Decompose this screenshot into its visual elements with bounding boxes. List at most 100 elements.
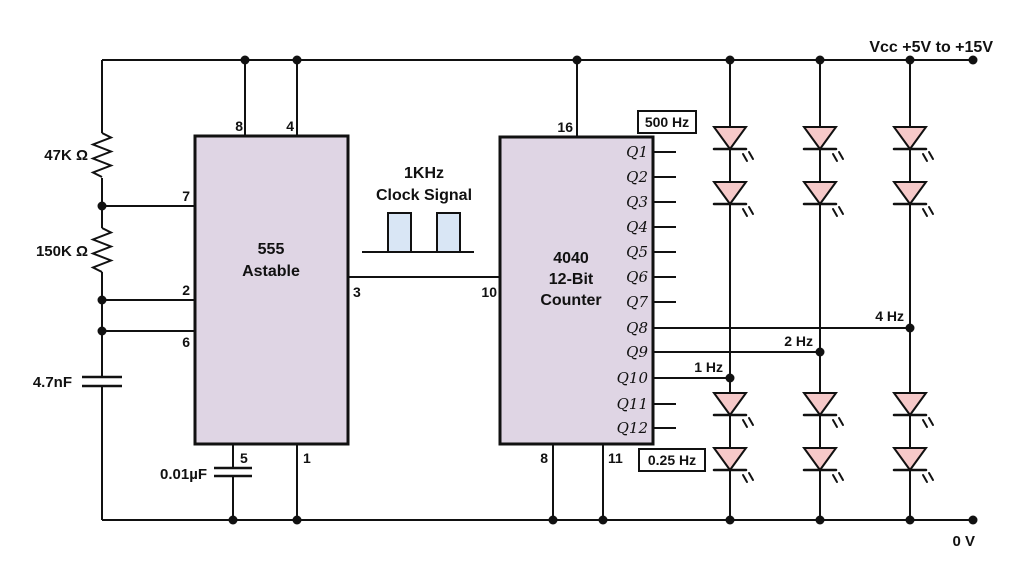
resistor-150k-label: 150K Ω	[36, 243, 88, 260]
chip-555-subtitle: Astable	[242, 263, 300, 280]
led-array	[712, 126, 934, 483]
chip-555: 555 Astable 8 4 7 2 6 3 5 1	[182, 118, 361, 466]
pin-label-4: 4	[286, 118, 294, 134]
freq-025hz-box	[638, 448, 706, 472]
led-light-mark	[748, 151, 754, 160]
led	[892, 447, 934, 483]
led-triangle	[892, 126, 928, 151]
pin-label-11: 11	[608, 450, 623, 466]
led-light-mark	[832, 474, 838, 483]
led-triangle	[712, 126, 748, 151]
led-light-mark	[922, 153, 928, 162]
pin-label-5: 5	[240, 450, 248, 466]
q4-label: Q4	[626, 218, 648, 236]
capacitor-4-7nf-label: 4.7nF	[33, 374, 72, 391]
led-light-mark	[832, 153, 838, 162]
led-triangle	[892, 392, 928, 417]
q10-label: Q10	[617, 369, 649, 387]
led-triangle	[802, 447, 838, 472]
q8-label: Q8	[626, 319, 648, 337]
led-triangle	[802, 181, 838, 206]
chip-4040-body	[498, 135, 655, 446]
freq-4hz-label: 4 Hz	[875, 308, 904, 324]
pin-label-1: 1	[303, 450, 311, 466]
vcc-label: Vcc +5V to +15V	[869, 39, 993, 56]
chip-4040-title: 4040	[553, 250, 589, 267]
led	[892, 126, 934, 162]
chip-connection-wires	[232, 60, 604, 520]
clock-name-label: Clock Signal	[376, 187, 472, 204]
led-light-mark	[742, 474, 748, 483]
led-light-mark	[838, 472, 844, 481]
led-triangle	[892, 447, 928, 472]
led-triangle	[802, 126, 838, 151]
led-triangle	[802, 392, 838, 417]
pin-label-10: 10	[481, 284, 497, 300]
led-light-mark	[928, 417, 934, 426]
left-branch-wires	[101, 60, 195, 520]
led	[712, 126, 754, 162]
pin-label-3: 3	[353, 284, 361, 300]
led-light-mark	[928, 472, 934, 481]
q6-label: Q6	[626, 268, 648, 286]
chip-4040: 4040 12-Bit Counter 16 10 8 11 Q1 Q2 Q3 …	[481, 119, 655, 466]
led-light-mark	[748, 417, 754, 426]
led-light-mark	[748, 472, 754, 481]
capacitor-plates	[82, 375, 122, 388]
capacitor-0-01uf: 0.01µF	[160, 466, 252, 483]
q7-label: Q7	[626, 293, 648, 311]
junction-dots	[97, 55, 978, 525]
led-light-mark	[922, 419, 928, 428]
resistor-47k-label: 47K Ω	[44, 147, 88, 164]
led-light-mark	[832, 208, 838, 217]
led	[712, 447, 754, 483]
freq-1hz-label: 1 Hz	[694, 359, 723, 375]
freq-2hz-label: 2 Hz	[784, 333, 813, 349]
led	[892, 181, 934, 217]
led-light-mark	[742, 419, 748, 428]
q-output-wires	[653, 151, 910, 429]
resistor-zigzag	[90, 132, 114, 178]
q5-label: Q5	[626, 243, 648, 261]
led-light-mark	[742, 208, 748, 217]
led-triangle	[712, 181, 748, 206]
frequency-labels: 500 Hz 0.25 Hz 4 Hz 2 Hz 1 Hz	[637, 110, 904, 472]
q11-label: Q11	[617, 395, 648, 413]
resistor-150k: 150K Ω	[36, 227, 114, 273]
led-light-mark	[928, 151, 934, 160]
q3-label: Q3	[626, 193, 648, 211]
freq-500hz-box	[637, 110, 697, 134]
pin-label-8: 8	[235, 118, 243, 134]
chip-4040-line2: 12-Bit	[549, 271, 594, 288]
clock-pulse	[387, 212, 412, 253]
freq-500hz-label: 500 Hz	[645, 114, 689, 130]
led-light-mark	[838, 417, 844, 426]
resistor-47k: 47K Ω	[44, 132, 114, 178]
led-column-wires	[729, 60, 911, 520]
resistor-zigzag	[90, 227, 114, 273]
q9-label: Q9	[626, 343, 648, 361]
freq-025hz-label: 0.25 Hz	[648, 452, 696, 468]
chip-555-body	[193, 134, 350, 446]
led	[802, 181, 844, 217]
pin-label-8b: 8	[540, 450, 548, 466]
pin-label-7: 7	[182, 188, 190, 204]
led-light-mark	[748, 206, 754, 215]
led	[712, 392, 754, 428]
q12-label: Q12	[617, 419, 648, 437]
pin-label-16: 16	[557, 119, 573, 135]
led	[802, 447, 844, 483]
led-light-mark	[922, 208, 928, 217]
led-triangle	[892, 181, 928, 206]
led-light-mark	[832, 419, 838, 428]
led-light-mark	[838, 206, 844, 215]
capacitor-plates	[214, 466, 252, 478]
capacitor-4-7nf: 4.7nF	[33, 374, 122, 391]
led-light-mark	[928, 206, 934, 215]
led	[802, 392, 844, 428]
q1-label: Q1	[626, 143, 648, 161]
led-light-mark	[838, 151, 844, 160]
led-triangle	[712, 447, 748, 472]
chip-4040-line3: Counter	[540, 292, 601, 309]
